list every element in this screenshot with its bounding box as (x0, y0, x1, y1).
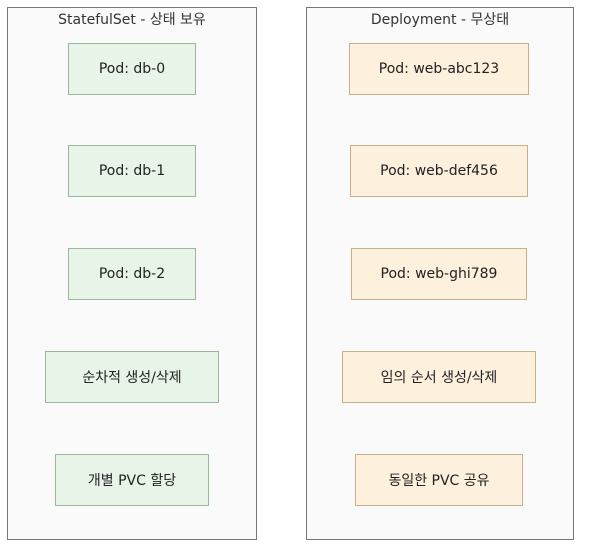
deployment-group: Deployment - 무상태 (306, 7, 574, 540)
statefulset-ordering: 순차적 생성/삭제 (45, 351, 219, 403)
statefulset-pod-db-0: Pod: db-0 (68, 43, 196, 95)
statefulset-title: StatefulSet - 상태 보유 (58, 12, 206, 28)
deployment-pod-web-def456: Pod: web-def456 (350, 145, 528, 197)
deployment-pod-web-abc123: Pod: web-abc123 (349, 43, 529, 95)
statefulset-storage: 개별 PVC 할당 (55, 454, 209, 506)
deployment-storage: 동일한 PVC 공유 (355, 454, 523, 506)
statefulset-pod-db-2: Pod: db-2 (68, 248, 196, 300)
deployment-ordering: 임의 순서 생성/삭제 (342, 351, 536, 403)
statefulset-pod-db-1: Pod: db-1 (68, 145, 196, 197)
deployment-pod-web-ghi789: Pod: web-ghi789 (351, 248, 527, 300)
deployment-title: Deployment - 무상태 (370, 12, 510, 28)
